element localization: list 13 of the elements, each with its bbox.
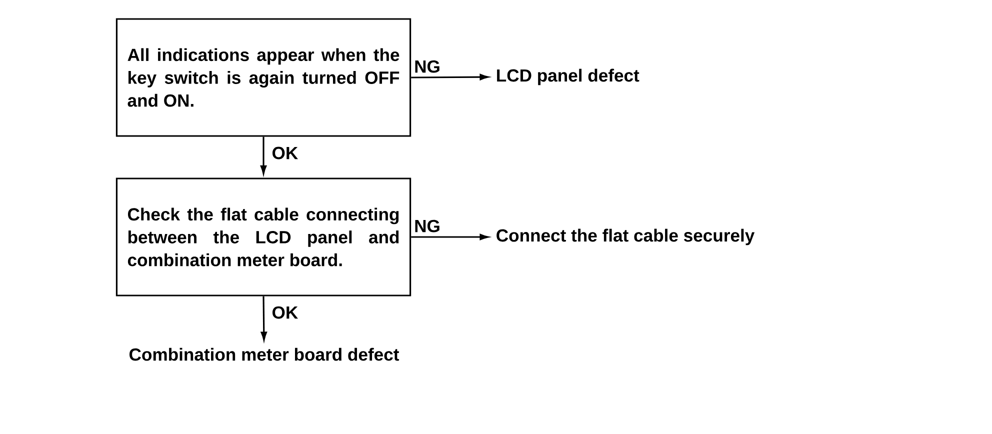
arrow [260, 136, 267, 174]
decision-box: Check the flat cable connecting between the LCD panel and combination meter board. [116, 178, 412, 296]
edge-label: NG [411, 58, 444, 76]
arrow [411, 234, 489, 240]
result-text: Connect the flat cable securely [496, 228, 755, 246]
edge-label: NG [411, 217, 444, 235]
arrow [411, 74, 489, 80]
edge-label: OK [269, 144, 301, 162]
result-text: Combination meter board defect [130, 348, 400, 361]
decision-box: All indications appear when the key switch is again turned OFF and ON. [116, 18, 412, 137]
edge-label: OK [269, 304, 301, 322]
result-text: LCD panel defect [497, 68, 640, 86]
arrow [260, 296, 267, 341]
